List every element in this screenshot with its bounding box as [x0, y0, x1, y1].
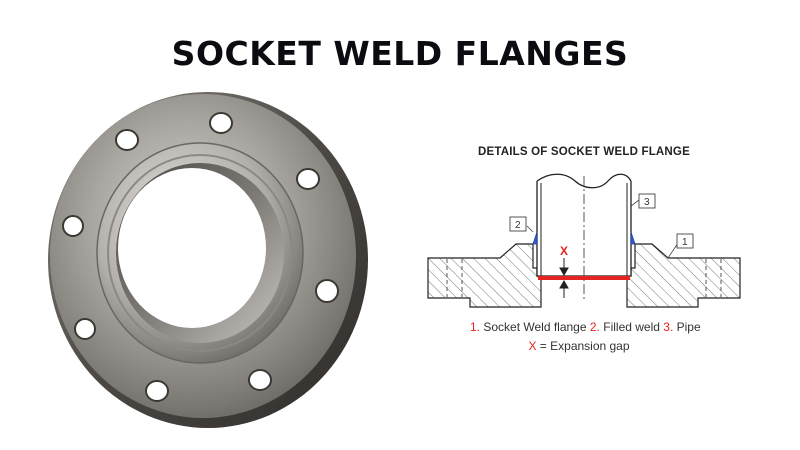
- legend-text-3: Pipe: [676, 320, 701, 334]
- callout-1: 1: [682, 237, 688, 248]
- bolt-hole: [145, 380, 169, 402]
- bolt-hole: [74, 318, 96, 340]
- page-title: SOCKET WELD FLANGES: [171, 34, 629, 73]
- callout-3: 3: [644, 197, 650, 208]
- bolt-hole: [209, 112, 233, 134]
- bolt-hole: [296, 168, 320, 190]
- legend-num-1: 1.: [470, 320, 481, 334]
- gap-marker-label: X: [560, 244, 568, 258]
- legend-text-2: Filled weld: [603, 320, 660, 334]
- legend-line-parts: 1. Socket Weld flange 2. Filled weld 3. …: [470, 318, 710, 337]
- flange-photo: [48, 92, 368, 428]
- legend-x-key: X: [528, 339, 537, 353]
- legend-text-1: Socket Weld flange: [483, 320, 587, 334]
- weld-left: [532, 231, 538, 245]
- expansion-gap: [538, 276, 630, 280]
- flange-section-right: [626, 243, 741, 308]
- legend-x-text: = Expansion gap: [539, 339, 630, 353]
- legend-num-3: 3.: [663, 320, 674, 334]
- callout-2: 2: [515, 220, 521, 231]
- legend-num-2: 2.: [589, 320, 600, 334]
- bolt-hole: [315, 279, 339, 303]
- flange-section-left: [427, 243, 542, 308]
- legend-line-gap: X = Expansion gap: [470, 337, 710, 356]
- diagram-legend: 1. Socket Weld flange 2. Filled weld 3. …: [470, 318, 710, 356]
- bolt-hole: [115, 129, 139, 151]
- cross-section-diagram: X 2 3 1: [427, 173, 741, 308]
- diagram-title: DETAILS OF SOCKET WELD FLANGE: [478, 146, 690, 158]
- weld-right: [630, 231, 636, 245]
- bolt-hole: [62, 215, 84, 237]
- bolt-hole: [248, 369, 272, 391]
